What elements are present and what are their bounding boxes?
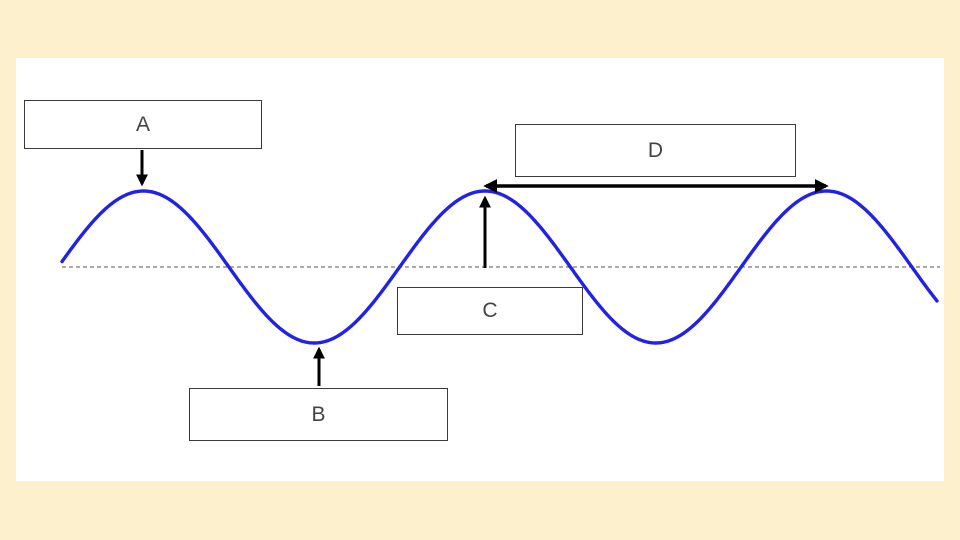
label-box-b[interactable]: B — [189, 388, 448, 441]
label-box-a[interactable]: A — [24, 100, 262, 149]
label-box-c[interactable]: C — [397, 287, 583, 335]
label-c-text: C — [482, 299, 498, 322]
label-box-d[interactable]: D — [515, 124, 796, 177]
label-a-text: A — [135, 112, 150, 136]
label-b-text: B — [311, 402, 326, 426]
label-d-text: D — [647, 138, 664, 162]
sine-wave — [60, 189, 939, 345]
